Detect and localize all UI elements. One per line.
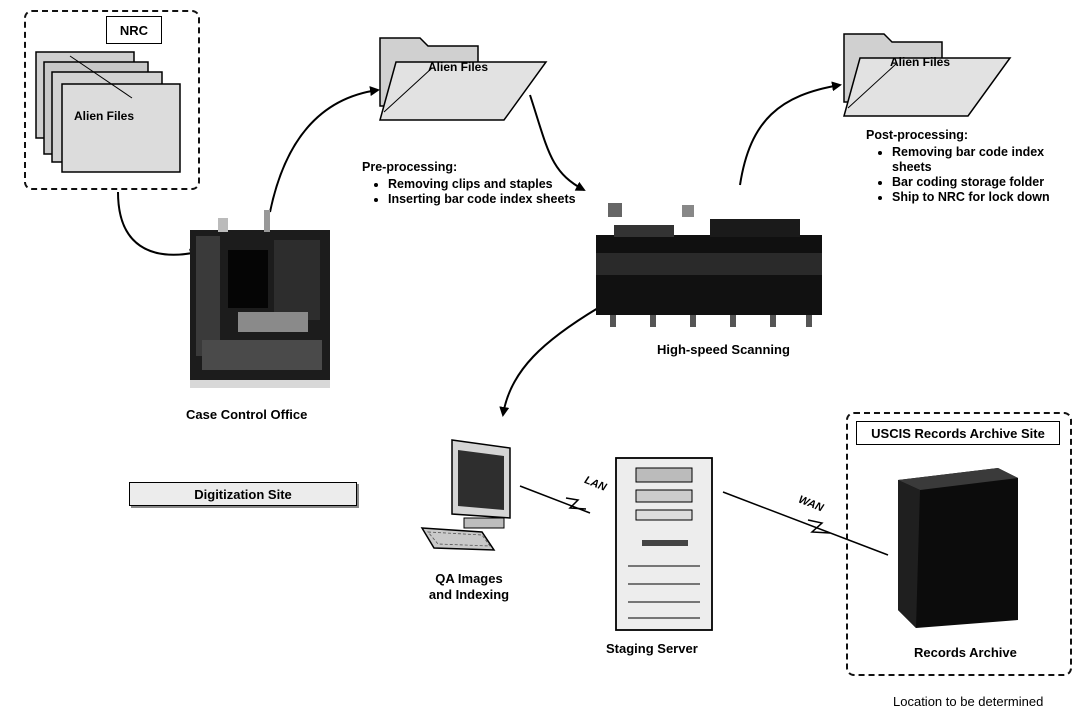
scanning-label: High-speed Scanning (657, 342, 790, 357)
post-processing-item: Bar coding storage folder (892, 175, 1066, 190)
high-speed-scanner-icon (596, 203, 822, 327)
pre-processing-heading: Pre-processing: (362, 160, 458, 174)
pre-processing-notes: Pre-processing: Removing clips and stapl… (362, 160, 582, 207)
folder-icon (843, 33, 1012, 117)
arrow-folder-to-scanning (529, 94, 586, 191)
digitization-site-label: Digitization Site (129, 482, 357, 506)
staging-server-icon (615, 457, 713, 631)
wan-link (722, 491, 889, 556)
post-processing-notes: Post-processing: Removing bar code index… (866, 128, 1066, 205)
archive-site-label: USCIS Records Archive Site (856, 421, 1060, 445)
records-archive-label: Records Archive (914, 645, 1017, 660)
lan-bolt (565, 497, 587, 510)
staging-server-label: Staging Server (606, 641, 698, 656)
arrow-nrc-to-case-control (117, 191, 200, 259)
nrc-folder-label: Alien Files (74, 109, 135, 123)
arrow-scanning-to-qa (499, 307, 599, 417)
nrc-label: NRC (106, 16, 162, 44)
post-processing-item: Ship to NRC for lock down (892, 190, 1066, 205)
nrc-box (24, 10, 200, 190)
post-processing-heading: Post-processing: (866, 128, 969, 142)
case-control-label: Case Control Office (186, 407, 308, 422)
qa-label: QA Images and Indexing (428, 571, 510, 602)
pre-processing-item: Removing clips and staples (388, 177, 582, 192)
arrow-case-control-to-folder (269, 86, 380, 213)
location-note: Location to be determined (893, 694, 1044, 709)
folder-label: Alien Files (890, 55, 951, 69)
folder-icon (379, 37, 548, 121)
case-control-office-photo (190, 210, 330, 388)
workstation-icon (420, 439, 511, 551)
wan-bolt (807, 519, 831, 534)
arrow-scanning-to-folder (739, 81, 842, 186)
archive-site-box (846, 412, 1072, 676)
folder-label: Alien Files (428, 60, 489, 74)
folder-stack-icon (35, 51, 181, 173)
post-processing-item: Removing bar code index sheets (892, 145, 1066, 175)
pre-processing-item: Inserting bar code index sheets (388, 192, 582, 207)
records-archive-icon (898, 468, 1018, 628)
